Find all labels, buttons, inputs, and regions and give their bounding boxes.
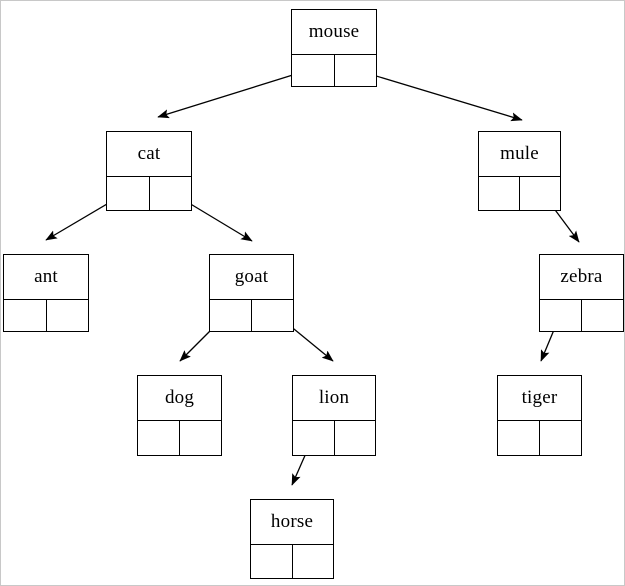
tree-node-ant[interactable]: ant <box>3 254 89 332</box>
left-pointer-cell-ant[interactable] <box>4 300 47 331</box>
node-label-lion: lion <box>293 376 375 421</box>
tree-node-horse[interactable]: horse <box>250 499 334 579</box>
right-pointer-cell-ant[interactable] <box>47 300 89 331</box>
node-pointers-cat <box>107 177 191 210</box>
tree-node-cat[interactable]: cat <box>106 131 192 211</box>
left-pointer-cell-mouse[interactable] <box>292 55 335 86</box>
tree-node-zebra[interactable]: zebra <box>539 254 624 332</box>
node-pointers-ant <box>4 300 88 331</box>
left-pointer-cell-lion[interactable] <box>293 421 335 455</box>
right-pointer-cell-lion[interactable] <box>335 421 376 455</box>
tree-node-mouse[interactable]: mouse <box>291 9 377 87</box>
node-label-tiger: tiger <box>498 376 581 421</box>
edge-mouse-right-to-mule <box>352 68 523 122</box>
left-pointer-cell-tiger[interactable] <box>498 421 540 455</box>
node-pointers-dog <box>138 421 221 455</box>
right-pointer-cell-dog[interactable] <box>180 421 221 455</box>
left-pointer-cell-goat[interactable] <box>210 300 252 331</box>
node-pointers-mule <box>479 177 560 210</box>
left-pointer-cell-cat[interactable] <box>107 177 150 210</box>
left-pointer-cell-horse[interactable] <box>251 545 293 578</box>
left-pointer-cell-mule[interactable] <box>479 177 520 210</box>
node-label-horse: horse <box>251 500 333 545</box>
node-pointers-zebra <box>540 300 623 331</box>
node-label-mule: mule <box>479 132 560 177</box>
node-label-goat: goat <box>210 255 293 300</box>
node-pointers-goat <box>210 300 293 331</box>
node-pointers-lion <box>293 421 375 455</box>
tree-node-goat[interactable]: goat <box>209 254 294 332</box>
right-pointer-cell-horse[interactable] <box>293 545 334 578</box>
right-pointer-cell-mouse[interactable] <box>335 55 377 86</box>
node-label-mouse: mouse <box>292 10 376 55</box>
right-pointer-cell-tiger[interactable] <box>540 421 581 455</box>
tree-node-tiger[interactable]: tiger <box>497 375 582 456</box>
right-pointer-cell-zebra[interactable] <box>582 300 623 331</box>
right-pointer-cell-mule[interactable] <box>520 177 560 210</box>
node-label-dog: dog <box>138 376 221 421</box>
node-label-ant: ant <box>4 255 88 300</box>
tree-node-lion[interactable]: lion <box>292 375 376 456</box>
node-pointers-mouse <box>292 55 376 86</box>
node-label-cat: cat <box>107 132 191 177</box>
right-pointer-cell-goat[interactable] <box>252 300 293 331</box>
left-pointer-cell-dog[interactable] <box>138 421 180 455</box>
edge-mouse-left-to-cat <box>157 68 313 119</box>
node-label-zebra: zebra <box>540 255 623 300</box>
node-pointers-tiger <box>498 421 581 455</box>
node-pointers-horse <box>251 545 333 578</box>
left-pointer-cell-zebra[interactable] <box>540 300 582 331</box>
right-pointer-cell-cat[interactable] <box>150 177 192 210</box>
tree-node-mule[interactable]: mule <box>478 131 561 211</box>
tree-node-dog[interactable]: dog <box>137 375 222 456</box>
